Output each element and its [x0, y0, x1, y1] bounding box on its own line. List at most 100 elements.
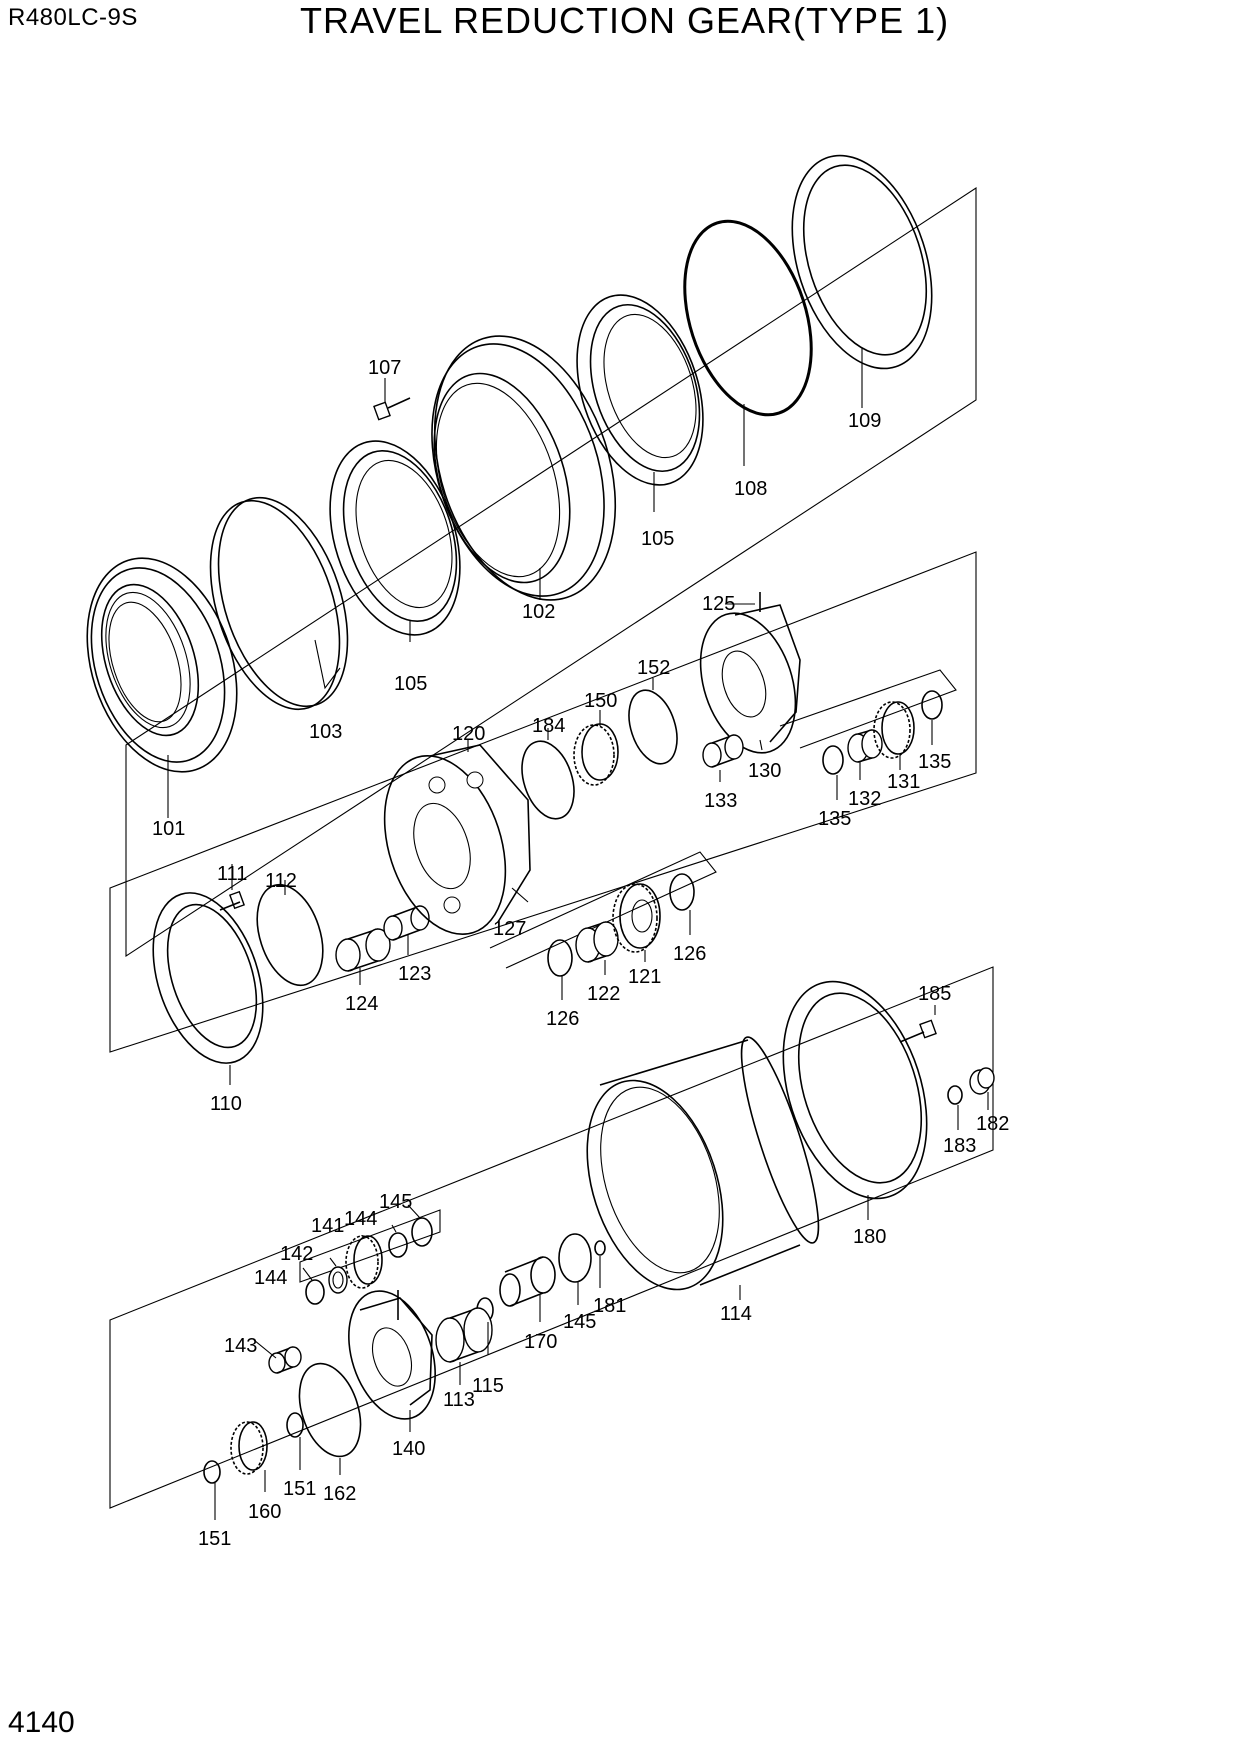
- part-127-leader-part: [511, 887, 529, 903]
- callout-170: 170: [524, 1331, 557, 1353]
- part-105-bearing-right: [576, 294, 704, 486]
- model-number: R480LC-9S: [8, 4, 138, 31]
- part-182-plug: [969, 1067, 995, 1095]
- callout-142: 142: [280, 1243, 313, 1265]
- callout-109: 109: [848, 410, 881, 432]
- callout-105-left: 105: [394, 673, 427, 695]
- part-180-cover: [782, 980, 928, 1200]
- part-162-ring: [298, 1362, 362, 1458]
- callout-160: 160: [248, 1501, 281, 1523]
- callout-144-upper: 144: [344, 1208, 377, 1230]
- callout-133: 133: [704, 790, 737, 812]
- part-145-ring-lower: [558, 1233, 592, 1283]
- callout-108: 108: [734, 478, 767, 500]
- callout-141: 141: [311, 1215, 344, 1237]
- part-103-seal-rings: [209, 496, 349, 711]
- callout-103: 103: [309, 721, 342, 743]
- part-133-pin: [702, 734, 744, 768]
- callout-114: 114: [720, 1303, 752, 1325]
- part-181-ring: [594, 1240, 606, 1256]
- part-108-o-ring: [683, 219, 813, 417]
- part-107-bolt: [373, 397, 411, 421]
- part-120-carrier: [383, 744, 531, 935]
- part-123-pin: [383, 905, 430, 941]
- callout-111: 111: [217, 863, 247, 885]
- callout-132: 132: [848, 788, 881, 810]
- callout-123: 123: [398, 963, 431, 985]
- callout-182: 182: [976, 1113, 1009, 1135]
- callout-151-upper: 151: [283, 1478, 316, 1500]
- callout-124: 124: [345, 993, 378, 1015]
- callout-152: 152: [637, 657, 670, 679]
- part-142-bush: [328, 1266, 348, 1294]
- part-160-sun-gear: [230, 1421, 268, 1475]
- callout-112: 112: [265, 870, 297, 892]
- part-170-shaft: [499, 1256, 556, 1307]
- frame-top: [125, 186, 977, 958]
- callout-120: 120: [452, 723, 485, 745]
- callout-127: 127: [493, 918, 526, 940]
- part-141-planet-gear: [345, 1235, 383, 1289]
- group-frames: [109, 186, 994, 1509]
- part-130-carrier: [699, 604, 801, 754]
- callout-184: 184: [532, 715, 565, 737]
- callout-150: 150: [584, 690, 617, 712]
- part-111-bolt: [219, 890, 245, 911]
- callout-135-upper: 135: [918, 751, 951, 773]
- part-126-washer-upper: [669, 873, 695, 911]
- callout-121: 121: [628, 966, 661, 988]
- callout-101: 101: [152, 818, 185, 840]
- callout-107: 107: [368, 357, 401, 379]
- part-143-pin: [268, 1346, 302, 1374]
- part-184-ring: [521, 740, 575, 820]
- page-title: TRAVEL REDUCTION GEAR(TYPE 1): [300, 0, 950, 41]
- part-122-bush: [575, 921, 619, 963]
- subframe-planet-1: [779, 669, 957, 749]
- part-121-planet-gear: [612, 883, 661, 953]
- callout-115: 115: [472, 1375, 504, 1397]
- part-132-bush: [847, 729, 883, 763]
- callout-185: 185: [918, 983, 951, 1005]
- leader-lines: [167, 348, 989, 1520]
- callout-181: 181: [593, 1295, 626, 1317]
- callout-122: 122: [587, 983, 620, 1005]
- part-151-ring-upper: [286, 1412, 304, 1438]
- part-152-snap-ring: [628, 689, 678, 765]
- subframe-planet-2: [489, 851, 717, 969]
- part-135-washer-upper: [921, 690, 943, 720]
- callout-113: 113: [443, 1389, 475, 1411]
- callout-126-upper: 126: [673, 943, 706, 965]
- frame-bottom: [109, 966, 994, 1509]
- part-114-ring-gear: [586, 1036, 820, 1291]
- part-109-cover-ring: [791, 154, 933, 370]
- part-140-carrier: [348, 1290, 436, 1420]
- part-135-washer-lower: [822, 745, 844, 775]
- part-144-washer-upper: [388, 1232, 408, 1258]
- callout-110: 110: [210, 1093, 242, 1115]
- part-183-o-ring: [947, 1085, 963, 1105]
- part-150-sun-gear: [573, 723, 619, 786]
- part-151-ring-lower: [203, 1460, 221, 1484]
- callout-102: 102: [522, 601, 555, 623]
- callout-105-right: 105: [641, 528, 674, 550]
- part-131-planet-gear: [873, 701, 915, 759]
- callout-130: 130: [748, 760, 781, 782]
- part-185-bolt: [899, 1019, 937, 1043]
- part-113-bush: [435, 1307, 493, 1363]
- callout-145-upper: 145: [379, 1191, 412, 1213]
- callout-145-lower: 145: [563, 1311, 596, 1333]
- callout-183: 183: [943, 1135, 976, 1157]
- part-105-bearing-left: [329, 440, 461, 636]
- page-number: 4140: [8, 1706, 75, 1739]
- callout-144-lower: 144: [254, 1267, 287, 1289]
- part-126-washer-lower: [547, 939, 573, 977]
- callout-labels: 101 102 103 105 105 107 108 109 110 111 …: [152, 357, 1009, 1550]
- callout-151-lower: 151: [198, 1528, 231, 1550]
- frame-middle: [109, 551, 977, 1053]
- callout-162: 162: [323, 1483, 356, 1505]
- callout-135-lower: 135: [818, 808, 851, 830]
- part-144-washer-lower: [305, 1279, 325, 1305]
- part-102-housing: [431, 335, 617, 601]
- callout-131: 131: [887, 771, 920, 793]
